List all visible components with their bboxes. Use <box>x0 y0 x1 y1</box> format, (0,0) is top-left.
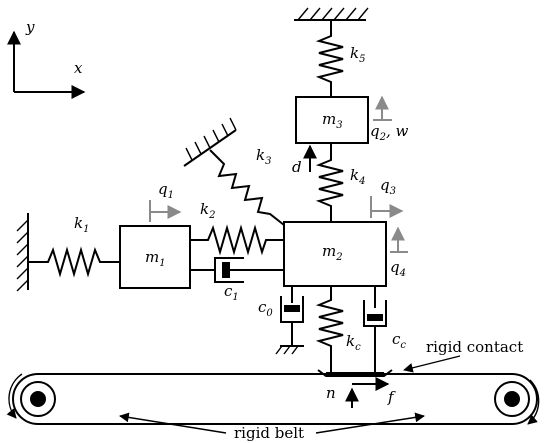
q1-indicator: q1 <box>149 180 182 222</box>
spring-k3: k3 <box>209 146 285 226</box>
ceiling <box>294 7 369 21</box>
rigid-contact-annotation: rigid contact <box>403 338 523 373</box>
spring-k5: k5 <box>315 20 365 97</box>
x-axis-label: x <box>74 59 83 77</box>
spring-kc: kc <box>315 286 361 372</box>
m1-label: m1 <box>145 248 166 269</box>
k1-label: k1 <box>74 214 89 235</box>
m3-label: m3 <box>322 110 343 131</box>
q3-label: q3 <box>380 176 396 197</box>
tilted-wall <box>183 117 237 167</box>
damper-c0: c0 <box>258 286 304 355</box>
k5-label: k5 <box>350 44 365 65</box>
mass-m1: m1 <box>119 225 191 289</box>
spring-k1: k1 <box>28 214 120 278</box>
c1-label: c1 <box>224 282 239 303</box>
k2-label: k2 <box>200 200 215 221</box>
rigid-belt-annotation: rigid belt <box>119 412 425 442</box>
f-label: f <box>387 388 396 406</box>
n-label: n <box>326 384 336 402</box>
mass-m3: m3 <box>295 96 369 144</box>
rigid-contact-label: rigid contact <box>426 338 523 356</box>
coordinate-axes: y x <box>6 18 86 99</box>
cc-label: cc <box>392 330 406 351</box>
damper-cc: cc <box>363 286 406 372</box>
c0-label: c0 <box>258 298 273 319</box>
kc-label: kc <box>346 332 361 353</box>
q3-indicator: q3 <box>370 176 404 218</box>
q1-label: q1 <box>158 180 174 201</box>
contact-forces: n f <box>326 377 396 408</box>
spring-k4: k4 <box>315 143 365 222</box>
mass-m2: m2 <box>283 221 387 287</box>
k3-label: k3 <box>256 146 271 167</box>
d-label: d <box>292 158 302 176</box>
m2-label: m2 <box>322 242 343 263</box>
left-wall <box>16 213 29 292</box>
force-d: d <box>292 144 317 176</box>
q2-indicator: q2, w <box>370 95 409 143</box>
spring-k2: k2 <box>190 200 284 256</box>
q4-indicator: q4 <box>390 226 408 279</box>
damper-c1: c1 <box>190 257 284 303</box>
rigid-belt-label: rigid belt <box>234 424 304 442</box>
q2-label: q2, w <box>370 122 409 143</box>
rigid-belt <box>6 373 540 425</box>
y-axis-label: y <box>25 18 35 36</box>
k4-label: k4 <box>350 166 365 187</box>
q4-label: q4 <box>390 258 406 279</box>
